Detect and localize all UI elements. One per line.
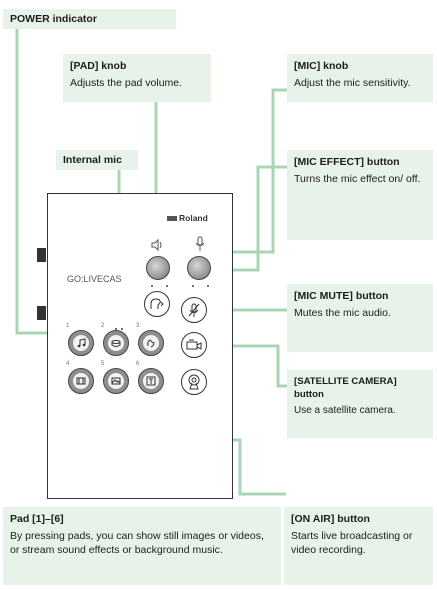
callout-description: Adjusts the pad volume. xyxy=(70,76,183,89)
pad-number: 5 xyxy=(101,361,105,367)
pad-number: 1 xyxy=(66,323,70,329)
satellite-leader xyxy=(212,344,289,388)
on-air-button[interactable] xyxy=(181,369,207,395)
callout-title: POWER indicator xyxy=(10,13,97,25)
callout-description: Turns the mic effect on/ off. xyxy=(294,172,421,185)
microphone-icon xyxy=(194,236,206,254)
broadcast-icon xyxy=(188,374,200,390)
mic-effect-button[interactable] xyxy=(144,291,170,317)
mic-mute-icon xyxy=(188,303,200,317)
pad-number: 4 xyxy=(66,361,70,367)
pad-2[interactable] xyxy=(103,330,129,356)
mic-knob-tick xyxy=(207,285,209,287)
brand-logo: Roland xyxy=(167,213,208,223)
drum-icon xyxy=(111,340,121,347)
pad-4[interactable] xyxy=(68,368,94,394)
side-connector-top xyxy=(37,248,46,262)
pad-knob-tick xyxy=(166,285,168,287)
mic-knob-leader xyxy=(214,88,289,254)
callout-title: [SATELLITE CAMERA] button xyxy=(294,376,397,401)
callout-power-indicator: POWER indicator xyxy=(3,9,176,29)
callout-description: By pressing pads, you can show still ima… xyxy=(10,529,264,557)
callout-description: Adjust the mic sensitivity. xyxy=(294,76,411,89)
pad-knob-tick xyxy=(151,285,153,287)
pad-knob[interactable] xyxy=(146,256,170,280)
mic-knob[interactable] xyxy=(187,256,211,280)
callout-internal-mic: Internal mic xyxy=(56,150,138,170)
callout-title: Pad [1]–[6] xyxy=(10,513,64,525)
callout-satellite-camera: [SATELLITE CAMERA] button Use a satellit… xyxy=(287,370,433,438)
callout-title: Internal mic xyxy=(63,154,122,166)
mic-mute-button[interactable] xyxy=(181,297,207,323)
music-note-icon xyxy=(77,338,86,348)
callout-description: Mutes the mic audio. xyxy=(294,306,391,319)
callout-title: [PAD] knob xyxy=(70,60,127,72)
film-icon xyxy=(76,377,86,385)
voice-effect-icon xyxy=(150,298,164,309)
side-connector-bottom xyxy=(37,306,46,320)
model-name: GO:LIVECAS xyxy=(67,274,122,284)
camera-switch-icon xyxy=(186,339,202,350)
mic-knob-tick xyxy=(192,285,194,287)
callout-title: [ON AIR] button xyxy=(291,513,370,525)
satellite-camera-button[interactable] xyxy=(181,332,207,358)
speaker-icon xyxy=(150,238,164,254)
pad-number: 2 xyxy=(101,323,105,329)
callout-title: [MIC EFFECT] button xyxy=(294,156,400,168)
callout-mic-effect: [MIC EFFECT] button Turns the mic effect… xyxy=(287,150,433,240)
pad-1[interactable] xyxy=(68,330,94,356)
callout-mic-knob: [MIC] knob Adjust the mic sensitivity. xyxy=(287,54,433,102)
callout-title: [MIC MUTE] button xyxy=(294,290,389,302)
callout-pad-knob: [PAD] knob Adjusts the pad volume. xyxy=(63,54,211,102)
callout-mic-mute: [MIC MUTE] button Mutes the mic audio. xyxy=(287,284,433,352)
callout-description: Starts live broadcasting or video record… xyxy=(291,529,413,557)
pad-5[interactable] xyxy=(103,368,129,394)
callout-title: [MIC] knob xyxy=(294,60,349,72)
image-icon xyxy=(111,377,121,385)
applause-icon xyxy=(147,339,155,348)
mic-effect-leader xyxy=(216,165,289,272)
pad-number: 3 xyxy=(136,323,140,329)
pad-6[interactable] xyxy=(138,368,164,394)
pad-3[interactable] xyxy=(138,330,164,356)
callout-description: Use a satellite camera. xyxy=(294,404,396,416)
callout-on-air: [ON AIR] button Starts live broadcasting… xyxy=(284,507,433,585)
callout-pads: Pad [1]–[6] By pressing pads, you can sh… xyxy=(3,507,281,585)
text-icon xyxy=(146,376,156,386)
pad-number: 6 xyxy=(136,361,140,367)
